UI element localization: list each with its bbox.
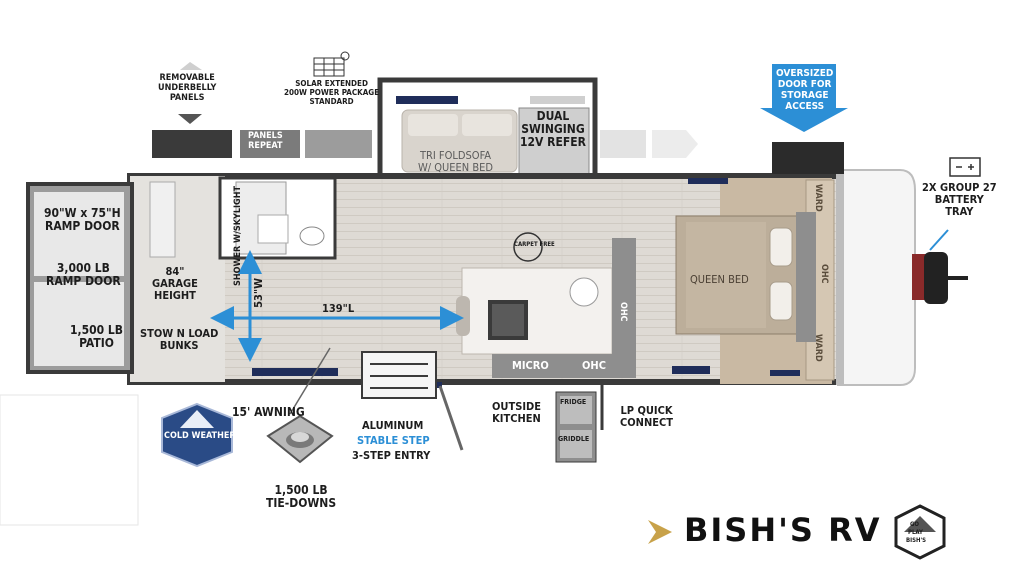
stable-step-label: STABLE STEP: [357, 434, 430, 447]
badge-mid: PLAY: [908, 529, 923, 536]
outside-kitchen: [555, 382, 604, 463]
awning-label: 15' AWNING: [232, 405, 305, 419]
carpet-free-stamp: [513, 232, 543, 262]
underbelly-panels: [152, 130, 698, 158]
bathroom: [149, 176, 337, 260]
cold-weather-badge: [161, 402, 233, 468]
tie-down-icon: [266, 414, 334, 464]
aluminum-label: ALUMINUM: [362, 419, 424, 432]
battery-icon: [949, 157, 981, 177]
ward-bottom-label: WARD: [812, 334, 823, 362]
brand-chevron-icon: [648, 520, 672, 544]
entry-steps: [361, 351, 464, 451]
kitchen-island: [456, 238, 636, 378]
fridge-label: FRIDGE: [560, 398, 587, 406]
carpet-free-label: CARPET FREE: [514, 241, 555, 248]
ohc-bed-label: OHC: [818, 264, 829, 284]
entry-label: 3-STEP ENTRY: [352, 449, 431, 462]
shower-label: SHOWER W/SKYLIGHT: [233, 186, 243, 286]
length-label: 139"L: [322, 302, 355, 315]
cold-weather-label: COLD WEATHER: [164, 431, 236, 441]
storage-access-arrow-icon: [760, 108, 848, 132]
battery-leader: [929, 229, 949, 251]
awning-leader: [289, 347, 331, 415]
griddle-label: GRIDDLE: [558, 435, 590, 443]
badge-bottom: BISH'S: [906, 537, 927, 544]
ward-top-label: WARD: [812, 184, 823, 212]
brand-name: BISH'S RV: [684, 511, 882, 549]
ohc-kitchen-label: OHC: [582, 359, 606, 372]
ohc-kitchen-side-label: OHC: [617, 302, 628, 322]
micro-label: MICRO: [512, 359, 549, 372]
brand-badge: [894, 504, 946, 560]
storage-door: [772, 142, 844, 174]
slide-out: [377, 77, 598, 183]
solar-panel-icon: [313, 51, 350, 77]
hitch: [912, 252, 968, 304]
underbelly-arrow-icon: [178, 62, 202, 124]
badge-top: GO: [910, 521, 920, 528]
bedroom: [675, 178, 835, 384]
inset-frame: [0, 394, 139, 526]
width-label: 53"W: [252, 278, 265, 308]
queen-bed-label: QUEEN BED: [690, 273, 749, 286]
